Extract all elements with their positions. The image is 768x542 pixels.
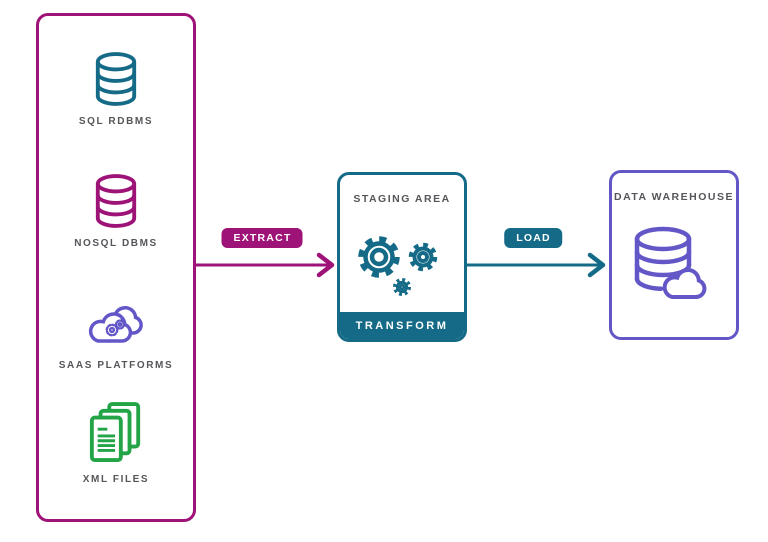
data-warehouse-node: DATA WAREHOUSE [609, 170, 739, 340]
extract-badge: EXTRACT [221, 228, 303, 248]
database-cloud-icon [630, 225, 718, 303]
source-saas-platforms: SAAS PLATFORMS [39, 291, 193, 371]
load-badge: LOAD [504, 228, 562, 248]
transform-banner-label: TRANSFORM [355, 319, 449, 332]
transform-banner: TRANSFORM [340, 312, 464, 339]
source-xml-files: XML FILES [39, 399, 193, 485]
source-label: NOSQL DBMS [74, 238, 158, 249]
staging-area-title: STAGING AREA [353, 193, 451, 205]
source-label: SAAS PLATFORMS [58, 360, 174, 371]
data-sources-panel: SQL RDBMS NOSQL DBMS [36, 13, 196, 522]
database-icon [93, 169, 139, 233]
load-arrow [467, 252, 606, 278]
source-sql-rdbms: SQL RDBMS [39, 47, 193, 127]
documents-icon [88, 399, 144, 469]
extract-arrow [196, 252, 335, 278]
source-label: SQL RDBMS [78, 116, 154, 127]
cloud-gears-icon [85, 291, 147, 355]
source-nosql-dbms: NOSQL DBMS [39, 169, 193, 249]
source-label: XML FILES [82, 474, 150, 485]
database-icon [93, 47, 139, 111]
data-warehouse-title: DATA WAREHOUSE [614, 191, 734, 203]
staging-area-node: STAGING AREA TRANSFORM [337, 172, 467, 342]
gears-icon [352, 215, 452, 307]
